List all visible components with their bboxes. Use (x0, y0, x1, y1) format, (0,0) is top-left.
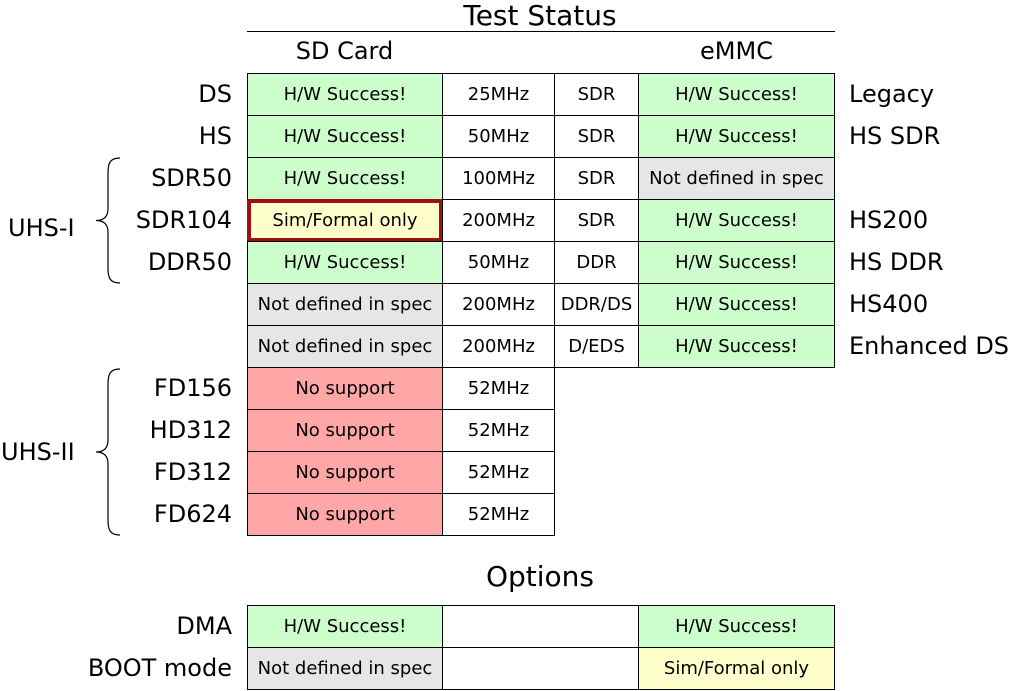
emmc-status-cell: H/W Success! (638, 283, 835, 326)
emmc-status-cell: H/W Success! (638, 73, 835, 116)
row-label: FD624 (153, 500, 232, 528)
uhs-ii-brace (95, 368, 121, 536)
sd-card-status-cell: No support (247, 409, 443, 452)
option-sd-card-cell: Not defined in spec (247, 647, 443, 690)
frequency-cell: 50MHz (442, 241, 555, 284)
emmc-mode-label: HS DDR (849, 248, 944, 276)
row-label: DS (198, 80, 232, 108)
row-label: SDR104 (135, 206, 232, 234)
option-empty-cell (442, 647, 639, 690)
sd-card-status-cell: Not defined in spec (247, 325, 443, 368)
emmc-status-cell: H/W Success! (638, 115, 835, 158)
emmc-mode-label: HS SDR (849, 122, 941, 150)
emmc-status-cell: H/W Success! (638, 241, 835, 284)
option-empty-cell (442, 605, 639, 648)
sd-card-status-cell-highlighted: Sim/Formal only (247, 199, 443, 242)
emmc-status-cell: Not defined in spec (638, 157, 835, 200)
emmc-status-cell: H/W Success! (638, 325, 835, 368)
option-label: DMA (176, 612, 232, 640)
signal-mode-cell: SDR (554, 73, 639, 116)
title-underline (247, 31, 835, 32)
emmc-column-header: eMMC (700, 37, 773, 65)
sd-card-status-cell: No support (247, 451, 443, 494)
row-label: HD312 (149, 416, 232, 444)
frequency-cell: 100MHz (442, 157, 555, 200)
signal-mode-cell: SDR (554, 157, 639, 200)
signal-mode-cell: DDR (554, 241, 639, 284)
sd-card-status-cell: Not defined in spec (247, 283, 443, 326)
signal-mode-cell: D/EDS (554, 325, 639, 368)
uhs-ii-group-label: UHS-II (1, 438, 75, 466)
diagram-title: Test Status (463, 0, 617, 32)
frequency-cell: 52MHz (442, 367, 555, 410)
signal-mode-cell: SDR (554, 115, 639, 158)
frequency-cell: 200MHz (442, 199, 555, 242)
option-emmc-cell: H/W Success! (638, 605, 835, 648)
frequency-cell: 200MHz (442, 325, 555, 368)
option-sd-card-cell: H/W Success! (247, 605, 443, 648)
row-label: SDR50 (151, 164, 232, 192)
frequency-cell: 50MHz (442, 115, 555, 158)
option-emmc-cell: Sim/Formal only (638, 647, 835, 690)
options-title: Options (485, 560, 595, 593)
sd-card-column-header: SD Card (295, 37, 394, 65)
option-label: BOOT mode (87, 654, 232, 682)
frequency-cell: 25MHz (442, 73, 555, 116)
emmc-mode-label: HS200 (849, 206, 929, 234)
emmc-status-cell: H/W Success! (638, 199, 835, 242)
emmc-mode-label: HS400 (849, 290, 929, 318)
emmc-mode-label: Enhanced DS (849, 332, 1010, 360)
uhs-i-brace (95, 157, 121, 284)
sd-card-status-cell: No support (247, 493, 443, 536)
frequency-cell: 200MHz (442, 283, 555, 326)
sd-card-status-cell: H/W Success! (247, 73, 443, 116)
row-label: DDR50 (147, 248, 232, 276)
row-label: HS (198, 122, 232, 150)
signal-mode-cell: SDR (554, 199, 639, 242)
row-label: FD156 (153, 374, 232, 402)
emmc-mode-label: Legacy (849, 80, 935, 108)
row-label: FD312 (153, 458, 232, 486)
frequency-cell: 52MHz (442, 409, 555, 452)
sd-card-status-cell: H/W Success! (247, 241, 443, 284)
signal-mode-cell: DDR/DS (554, 283, 639, 326)
frequency-cell: 52MHz (442, 451, 555, 494)
sd-card-status-cell: No support (247, 367, 443, 410)
frequency-cell: 52MHz (442, 493, 555, 536)
uhs-i-group-label: UHS-I (8, 214, 75, 242)
sd-card-status-cell: H/W Success! (247, 157, 443, 200)
sd-card-status-cell: H/W Success! (247, 115, 443, 158)
